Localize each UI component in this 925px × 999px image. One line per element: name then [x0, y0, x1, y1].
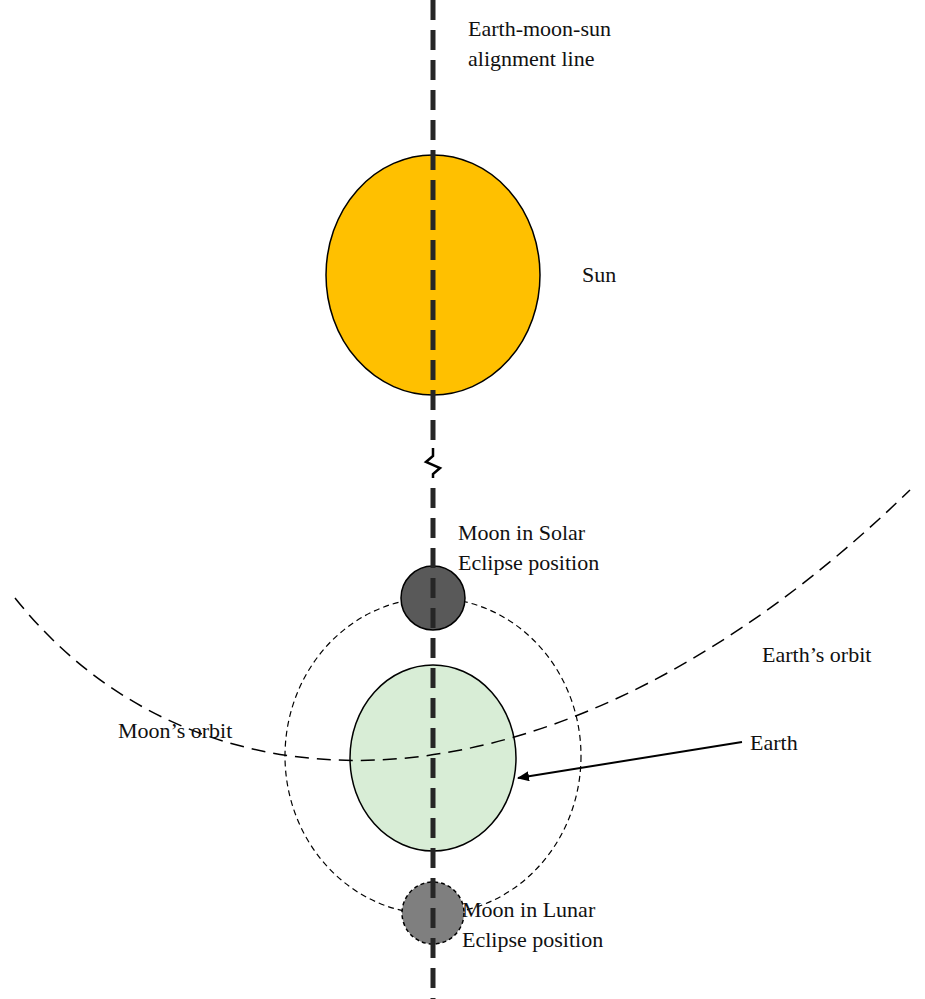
alignment-line: [431, 0, 436, 448]
moon-label: Moon in Lunar Eclipse position: [462, 895, 632, 955]
orbit-label: Earth’s orbit: [762, 640, 912, 670]
alignment-line: [431, 488, 436, 999]
moon-label: Moon in Solar Eclipse position: [458, 518, 628, 578]
break-symbol: [426, 448, 440, 478]
sun-label: Sun: [582, 260, 662, 290]
earth-label: Earth: [750, 728, 850, 758]
earth-orbit: [15, 490, 910, 760]
leader-arrow: [518, 742, 742, 778]
line-label: Earth-moon-sun alignment line: [468, 14, 633, 74]
orbit-label: Moon’s orbit: [118, 716, 268, 746]
